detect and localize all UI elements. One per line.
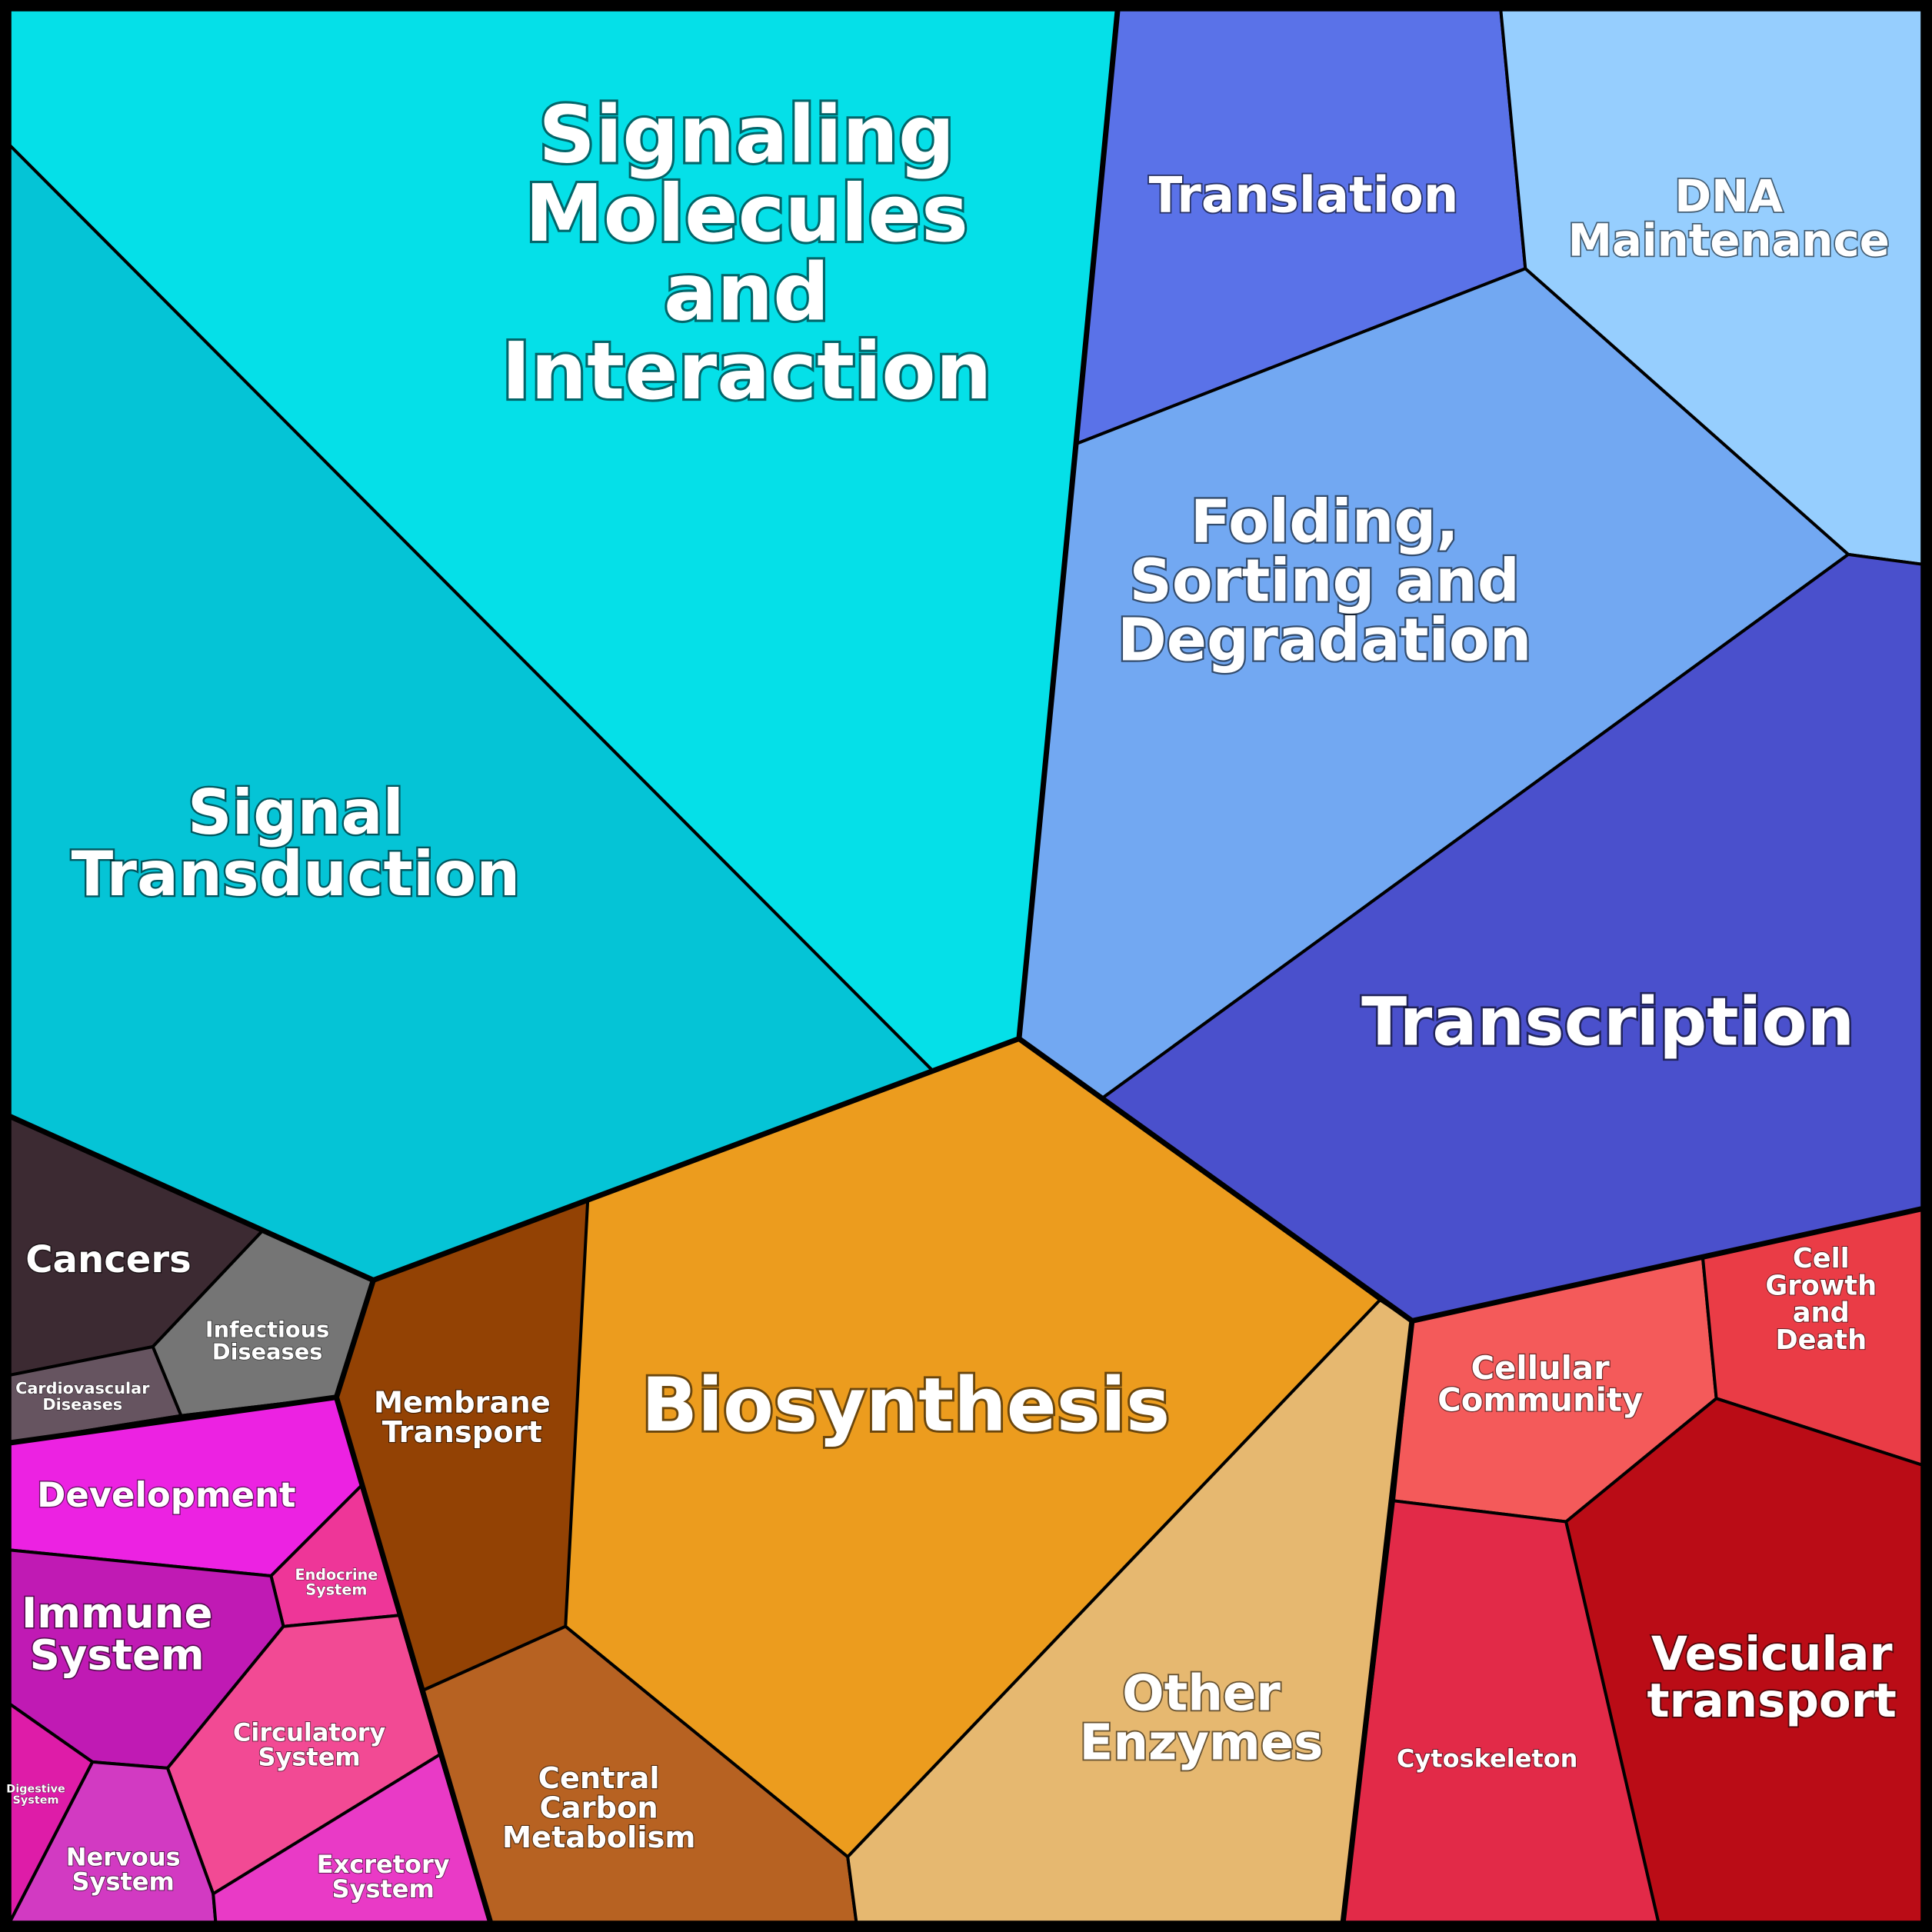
label-line: Development	[37, 1474, 295, 1515]
cell-vesicular-transport	[1564, 1397, 1924, 1924]
label-line: Circulatory	[233, 1718, 386, 1747]
label-line: Translation	[1149, 168, 1459, 225]
label-line: Community	[1437, 1381, 1643, 1419]
label-line: Interaction	[501, 326, 992, 418]
label-line: Diseases	[212, 1339, 323, 1365]
label-line: Signaling	[538, 90, 954, 182]
group-border	[8, 1114, 493, 1924]
label-line: Central	[538, 1761, 660, 1796]
label-line: Cellular	[1471, 1349, 1611, 1387]
label-line: Endocrine	[295, 1566, 378, 1584]
label-line: System	[305, 1581, 367, 1598]
label-line: Carbon	[539, 1791, 658, 1826]
label-biosynthesis: Biosynthesis	[641, 1362, 1170, 1448]
label-line: Membrane	[374, 1386, 551, 1421]
label-line: transport	[1647, 1674, 1897, 1728]
label-line: Diseases	[42, 1395, 122, 1414]
label-line: Molecules	[525, 168, 968, 260]
label-line: and	[1793, 1297, 1850, 1329]
label-line: Immune	[22, 1588, 212, 1637]
label-line: System	[13, 1794, 59, 1807]
label-line: Digestive	[6, 1783, 65, 1795]
label-line: Cytoskeleton	[1397, 1744, 1578, 1773]
label-line: Excretory	[317, 1850, 450, 1879]
label-line: System	[258, 1743, 360, 1772]
label-line: Metabolism	[502, 1820, 696, 1855]
group-border	[9, 1394, 337, 1446]
label-translation: Translation	[1149, 168, 1459, 225]
label-line: Maintenance	[1568, 215, 1890, 267]
label-line: Cell	[1793, 1243, 1850, 1274]
label-transcription: Transcription	[1361, 984, 1854, 1061]
label-line: Sorting and	[1129, 548, 1519, 616]
label-line: Vesicular	[1651, 1627, 1893, 1681]
group-border	[372, 1036, 1021, 1283]
label-cancers: Cancers	[25, 1238, 191, 1281]
label-line: Enzymes	[1080, 1715, 1324, 1772]
label-line: Death	[1775, 1324, 1867, 1356]
label-line: System	[30, 1631, 205, 1680]
label-line: DNA	[1674, 170, 1783, 222]
label-line: Infectious	[205, 1317, 329, 1343]
label-line: Cancers	[25, 1238, 191, 1281]
label-line: Nervous	[66, 1843, 181, 1872]
label-line: Signal	[188, 777, 404, 848]
label-line: and	[664, 248, 830, 339]
label-line: Transduction	[72, 838, 521, 910]
label-line: Transport	[382, 1415, 542, 1450]
label-line: Degradation	[1118, 606, 1531, 675]
label-line: Transcription	[1361, 984, 1854, 1061]
label-development: Development	[37, 1474, 295, 1515]
label-line: Growth	[1765, 1270, 1877, 1301]
label-line: Other	[1122, 1666, 1281, 1723]
label-line: Folding,	[1191, 488, 1459, 557]
label-cytoskeleton: Cytoskeleton	[1397, 1744, 1578, 1773]
group-border	[1016, 9, 1121, 1039]
label-line: Cardiovascular	[15, 1379, 150, 1397]
label-line: Biosynthesis	[641, 1362, 1170, 1448]
label-line: System	[332, 1874, 435, 1904]
label-line: System	[72, 1867, 175, 1897]
group-border	[1340, 1321, 1415, 1923]
